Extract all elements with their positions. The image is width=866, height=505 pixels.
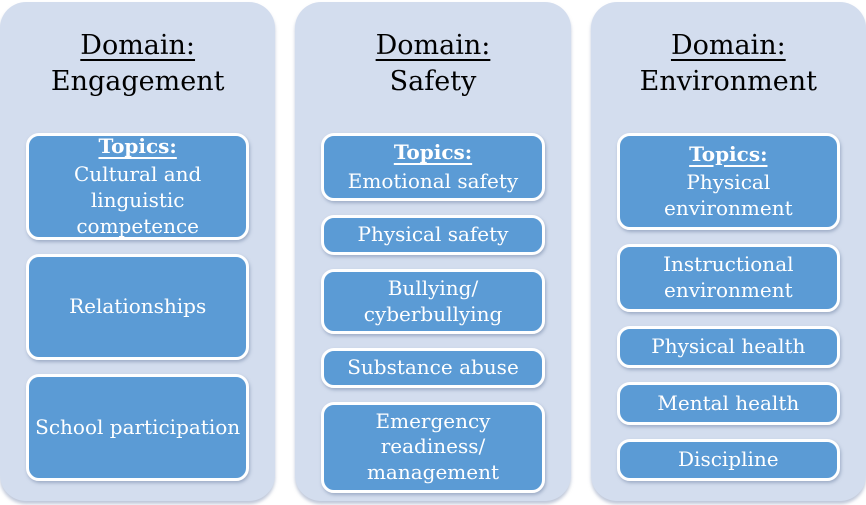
domain-label: Domain: xyxy=(375,30,491,61)
topic-box: Topics: Cultural and linguistic competen… xyxy=(26,133,250,240)
topics-heading: Topics: xyxy=(689,141,768,166)
topic-label: Discipline xyxy=(678,446,779,471)
topic-label: Physical safety xyxy=(357,222,509,247)
topic-label: School participation xyxy=(35,414,241,439)
topic-label: Cultural and linguistic competence xyxy=(73,162,202,238)
topic-label: Substance abuse xyxy=(347,355,519,380)
topic-box: Substance abuse xyxy=(321,348,545,388)
topic-box: Physical health xyxy=(616,325,840,369)
topic-box: Physical safety xyxy=(321,215,545,256)
domain-name: Environment xyxy=(639,65,817,97)
domain-name: Safety xyxy=(389,65,477,97)
topic-box: Emergency readiness/ management xyxy=(321,401,545,493)
topics-heading: Topics: xyxy=(393,140,473,165)
topic-label: Physical health xyxy=(651,334,806,359)
topic-box: Relationships xyxy=(26,253,250,361)
topic-label: Emergency readiness/ management xyxy=(366,408,500,484)
domain-heading: Domain: Environment xyxy=(617,28,840,99)
topic-label: Relationships xyxy=(69,294,207,319)
domain-panel-engagement: Domain: Engagement Topics: Cultural and … xyxy=(0,2,276,501)
domain-heading: Domain: Safety xyxy=(321,28,544,99)
topics-list: Topics: Cultural and linguistic competen… xyxy=(26,133,250,481)
domain-panel-environment: Domain: Environment Topics: Physical env… xyxy=(590,2,866,501)
topic-box: Instructional environment xyxy=(616,243,840,312)
topic-box: School participation xyxy=(26,374,250,481)
topic-box: Bullying/ cyberbullying xyxy=(321,269,545,335)
topic-box: Topics: Emotional safety xyxy=(321,133,545,202)
topics-heading: Topics: xyxy=(98,133,177,158)
topic-label: Instructional environment xyxy=(663,252,794,302)
domain-name: Engagement xyxy=(50,65,225,97)
topic-box: Discipline xyxy=(616,438,840,481)
domain-panel-safety: Domain: Safety Topics: Emotional safety … xyxy=(295,2,571,501)
topics-list: Topics: Physical environment Instruction… xyxy=(616,133,840,481)
domain-label: Domain: xyxy=(80,30,196,61)
domain-label: Domain: xyxy=(670,30,786,61)
topic-label: Physical environment xyxy=(664,170,793,220)
topic-label: Mental health xyxy=(657,390,800,415)
domain-heading: Domain: Engagement xyxy=(26,28,249,99)
topic-label: Emotional safety xyxy=(347,168,519,193)
topics-list: Topics: Emotional safety Physical safety… xyxy=(321,133,545,493)
topic-box: Topics: Physical environment xyxy=(616,133,840,230)
topic-box: Mental health xyxy=(616,382,840,425)
topic-label: Bullying/ cyberbullying xyxy=(363,276,503,326)
